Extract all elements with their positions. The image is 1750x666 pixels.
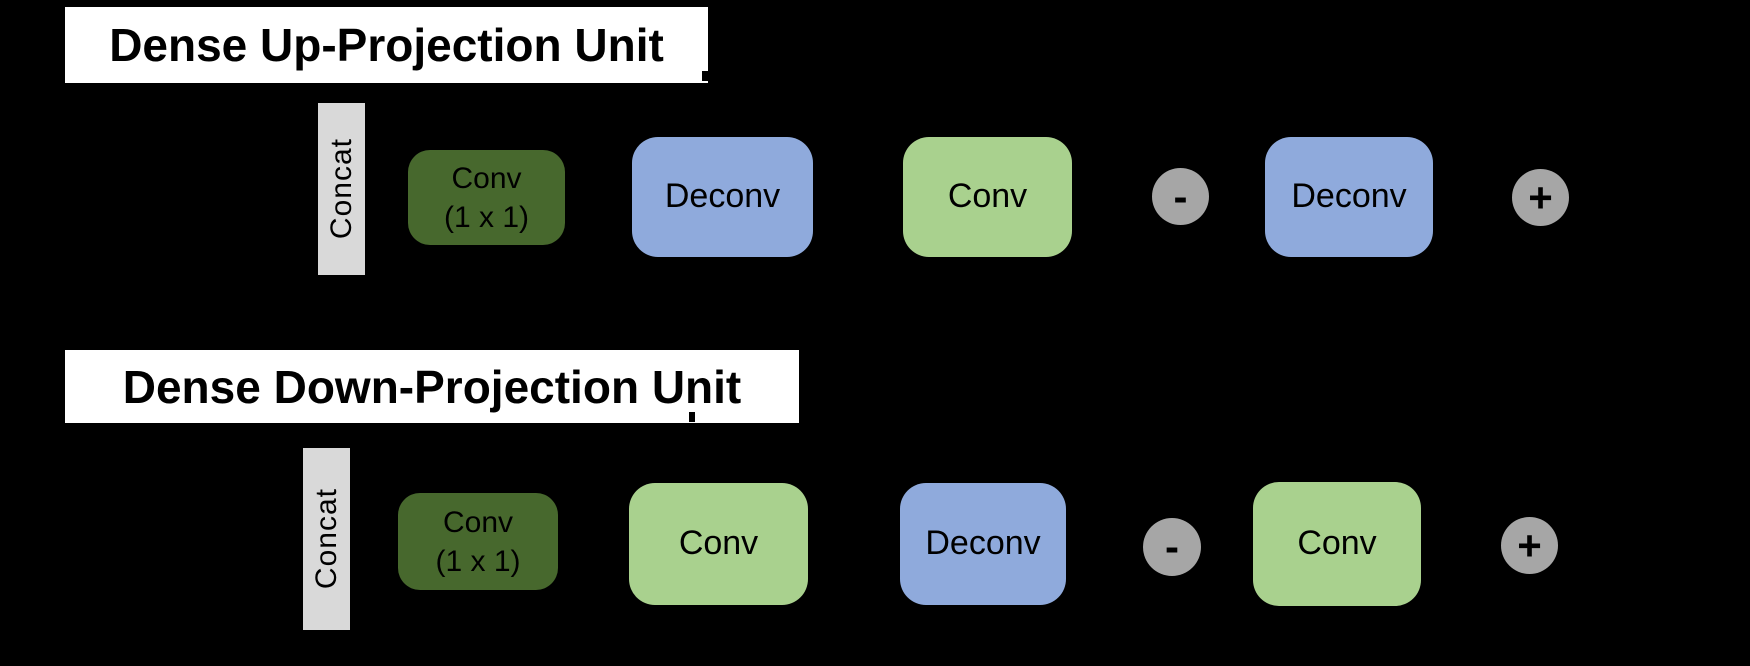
up-unit-title-banner: Dense Up-Projection Unit (65, 7, 708, 83)
up-subtract-label: - (1173, 172, 1188, 220)
up-conv-1x1-block: Conv (1 x 1) (408, 150, 565, 245)
up-conv-label: Conv (947, 177, 1028, 216)
down-conv-1x1-block: Conv (1 x 1) (398, 493, 558, 590)
up-deconv-block-2: Deconv (1265, 137, 1433, 257)
up-concat-label: Concat (324, 138, 358, 240)
down-add-operator: + (1501, 517, 1558, 574)
arrow-tip-artifact (702, 71, 708, 81)
up-deconv-block-1: Deconv (632, 137, 813, 257)
arrow-tip-artifact (689, 412, 695, 422)
down-conv-1x1-sublabel: (1 x 1) (435, 544, 521, 578)
up-deconv-label-2: Deconv (1291, 177, 1407, 216)
down-conv-label-2: Conv (1297, 524, 1377, 563)
down-subtract-label: - (1165, 523, 1179, 570)
down-unit-title: Dense Down-Projection Unit (122, 360, 742, 413)
down-conv-label-1: Conv (678, 524, 759, 563)
down-unit-title-banner: Dense Down-Projection Unit (65, 350, 799, 423)
down-deconv-label: Deconv (925, 524, 1041, 563)
down-concat-bar: Concat (303, 448, 350, 630)
down-subtract-operator: - (1143, 518, 1201, 576)
down-conv-block-2: Conv (1253, 482, 1421, 606)
up-add-operator: + (1512, 169, 1569, 226)
down-deconv-block: Deconv (900, 483, 1066, 605)
down-conv-1x1-label: Conv (442, 505, 514, 539)
up-conv-1x1-sublabel: (1 x 1) (443, 200, 530, 234)
down-concat-label: Concat (309, 488, 343, 590)
down-conv-block-1: Conv (629, 483, 808, 605)
up-deconv-label-1: Deconv (664, 177, 781, 216)
up-conv-1x1-label: Conv (451, 161, 522, 195)
up-subtract-operator: - (1152, 168, 1209, 225)
down-add-label: + (1517, 521, 1542, 569)
up-conv-block: Conv (903, 137, 1072, 257)
up-unit-title: Dense Up-Projection Unit (109, 19, 664, 71)
up-add-label: + (1528, 173, 1553, 221)
up-concat-bar: Concat (318, 103, 365, 275)
